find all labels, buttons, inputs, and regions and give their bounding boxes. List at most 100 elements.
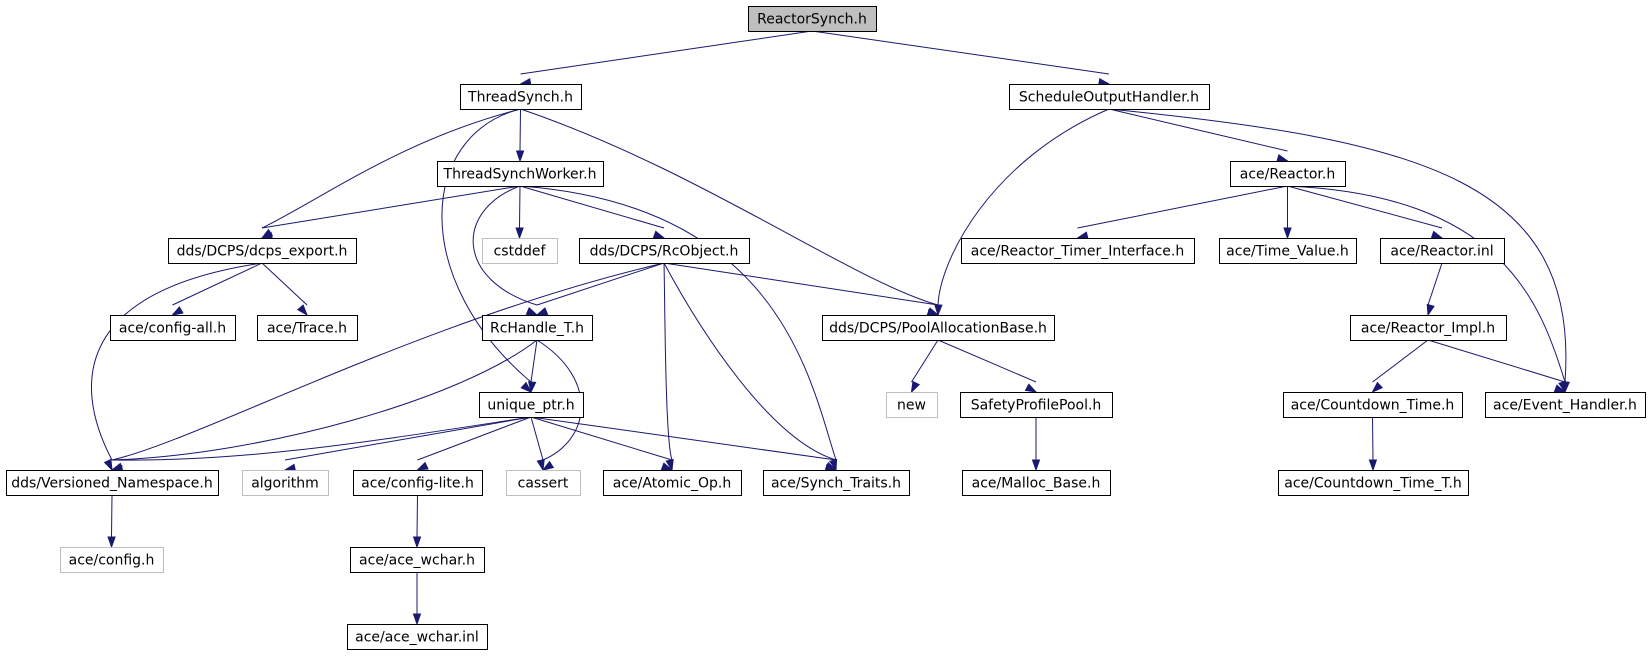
node-ace-wchar[interactable]: ace/ace_wchar.h <box>350 547 485 573</box>
node-config-all[interactable]: ace/config-all.h <box>110 315 236 341</box>
node-box <box>482 238 558 264</box>
node-box <box>1219 238 1357 264</box>
node-box <box>962 470 1111 496</box>
edge-threadsynchworker-to-synch-traits <box>519 185 838 472</box>
node-label: ace/Synch_Traits.h <box>771 476 901 492</box>
node-box <box>350 547 485 573</box>
node-label: ace/Countdown_Time_T.h <box>1284 476 1461 492</box>
node-new: new <box>886 392 938 418</box>
edge-dcps-export-to-versioned-ns <box>90 262 263 472</box>
edge-unique-ptr-to-versioned-ns <box>110 416 532 474</box>
node-reactor-impl[interactable]: ace/Reactor_Impl.h <box>1350 315 1507 341</box>
edge-threadsynchworker-to-dcps-export <box>260 185 521 241</box>
edge-scheduleoutput-to-ace-reactor <box>1108 108 1289 163</box>
edge-ace-reactor-to-event-handler <box>1287 185 1567 394</box>
node-unique-ptr[interactable]: unique_ptr.h <box>479 392 584 418</box>
edge-unique-ptr-to-synch-traits <box>530 416 838 473</box>
node-box <box>1230 161 1346 187</box>
edge-threadsynchworker-to-rchandle <box>472 185 539 316</box>
node-synch-traits[interactable]: ace/Synch_Traits.h <box>763 470 910 496</box>
node-box <box>603 470 742 496</box>
node-label: algorithm <box>251 476 319 492</box>
node-rchandle[interactable]: RcHandle_T.h <box>482 315 593 341</box>
node-box <box>961 238 1195 264</box>
node-label: RcHandle_T.h <box>490 321 584 337</box>
node-box <box>168 238 357 264</box>
node-box <box>1485 392 1646 418</box>
node-label: ace/Reactor_Impl.h <box>1361 321 1495 337</box>
node-box <box>347 624 488 650</box>
node-label: unique_ptr.h <box>487 398 574 414</box>
node-label: ScheduleOutputHandler.h <box>1019 90 1199 106</box>
edge-reactorsynch-to-threadsynch <box>519 30 813 87</box>
node-box <box>6 470 219 496</box>
node-box <box>960 392 1113 418</box>
node-ace-reactor[interactable]: ace/Reactor.h <box>1230 161 1346 187</box>
node-reactor-timer[interactable]: ace/Reactor_Timer_Interface.h <box>961 238 1195 264</box>
node-label: ace/Malloc_Base.h <box>972 476 1101 492</box>
node-box <box>886 392 938 418</box>
node-config-h: ace/config.h <box>60 547 164 573</box>
node-threadsynchworker[interactable]: ThreadSynchWorker.h <box>437 161 604 187</box>
edge-dcps-export-to-config-all <box>171 262 263 316</box>
node-label: cassert <box>518 476 569 492</box>
edge-versioned-ns-to-config-h <box>107 494 116 549</box>
edge-unique-ptr-to-atomic-op <box>530 416 674 471</box>
node-time-value[interactable]: ace/Time_Value.h <box>1219 238 1357 264</box>
node-label: ace/config.h <box>69 553 155 569</box>
node-countdown-time-t[interactable]: ace/Countdown_Time_T.h <box>1278 470 1469 496</box>
node-event-handler[interactable]: ace/Event_Handler.h <box>1485 392 1646 418</box>
node-rcobject[interactable]: dds/DCPS/RcObject.h <box>579 238 750 264</box>
edge-rchandle-to-unique-ptr <box>528 339 538 394</box>
node-label: cstddef <box>494 244 547 260</box>
node-box <box>1283 392 1463 418</box>
edge-reactor-inl-to-reactor-impl <box>1426 262 1443 317</box>
node-label: SafetyProfilePool.h <box>971 398 1102 414</box>
edge-countdown-time-to-countdown-time-t <box>1368 416 1378 472</box>
edge-safetyprofile-to-malloc-base <box>1031 417 1041 472</box>
edge-threadsynchworker-to-cstddef <box>515 185 524 240</box>
node-config-lite[interactable]: ace/config-lite.h <box>353 470 483 496</box>
edge-unique-ptr-to-cassert <box>530 416 545 472</box>
node-label: ace/ace_wchar.h <box>359 553 475 569</box>
node-threadsynch[interactable]: ThreadSynch.h <box>460 84 582 110</box>
node-dcps-export[interactable]: dds/DCPS/dcps_export.h <box>168 238 357 264</box>
edge-reactor-impl-to-countdown-time <box>1371 339 1429 394</box>
edge-poolalloc-to-safetyprofile <box>937 339 1038 393</box>
node-box <box>579 238 750 264</box>
node-reactorsynch: ReactorSynch.h <box>748 6 877 32</box>
edge-threadsynch-to-threadsynchworker <box>515 108 525 163</box>
edge-config-lite-to-ace-wchar <box>412 494 422 549</box>
node-label: dds/DCPS/RcObject.h <box>590 244 739 260</box>
node-trace[interactable]: ace/Trace.h <box>257 315 358 341</box>
node-box <box>242 470 329 496</box>
node-countdown-time[interactable]: ace/Countdown_Time.h <box>1283 392 1463 418</box>
node-ace-wchar-inl[interactable]: ace/ace_wchar.inl <box>347 624 488 650</box>
node-label: new <box>897 398 926 414</box>
node-label: ThreadSynchWorker.h <box>443 167 597 183</box>
node-cstddef: cstddef <box>482 238 558 264</box>
edge-rcobject-to-rchandle <box>535 262 665 316</box>
node-box <box>822 315 1055 341</box>
node-atomic-op[interactable]: ace/Atomic_Op.h <box>603 470 742 496</box>
node-box <box>1350 315 1507 341</box>
node-malloc-base[interactable]: ace/Malloc_Base.h <box>962 470 1111 496</box>
edge-reactorsynch-to-scheduleoutput <box>811 30 1111 87</box>
node-label: dds/DCPS/PoolAllocationBase.h <box>829 321 1047 337</box>
node-cassert: cassert <box>506 470 581 496</box>
edge-unique-ptr-to-algorithm <box>283 416 532 472</box>
edge-poolalloc-to-new <box>910 339 939 394</box>
node-box <box>353 470 483 496</box>
edge-ace-reactor-to-time-value <box>1283 186 1292 240</box>
node-label: ace/Reactor_Timer_Interface.h <box>971 244 1184 260</box>
node-scheduleoutput[interactable]: ScheduleOutputHandler.h <box>1009 84 1210 110</box>
node-safetyprofile[interactable]: SafetyProfilePool.h <box>960 392 1113 418</box>
node-poolalloc[interactable]: dds/DCPS/PoolAllocationBase.h <box>822 315 1055 341</box>
edge-ace-reactor-to-reactor-inl <box>1287 185 1444 239</box>
node-versioned-ns[interactable]: dds/Versioned_Namespace.h <box>6 470 219 496</box>
node-box <box>748 6 877 32</box>
node-reactor-inl[interactable]: ace/Reactor.inl <box>1380 238 1505 264</box>
node-label: ace/Countdown_Time.h <box>1291 398 1455 414</box>
node-algorithm: algorithm <box>242 470 329 496</box>
